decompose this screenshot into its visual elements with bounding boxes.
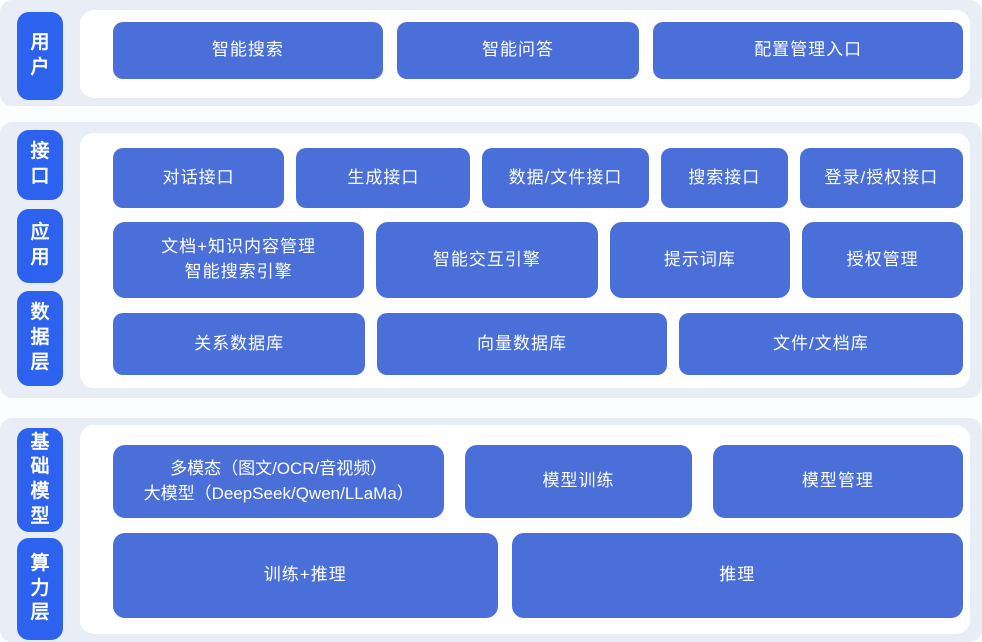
block-smart-qa: 智能问答 — [396, 22, 640, 79]
block-vector-db: 向量数据库 — [377, 313, 667, 375]
user-layer-panel: 智能搜索 智能问答 配置管理入口 — [80, 10, 970, 98]
data-row: 关系数据库 向量数据库 文件/文档库 — [80, 313, 970, 375]
layer-label-foundation-model: 基础模型 — [17, 428, 63, 532]
user-layer-row: 智能搜索 智能问答 配置管理入口 — [80, 22, 970, 79]
interface-row: 对话接口 生成接口 数据/文件接口 搜索接口 登录/授权接口 — [80, 148, 970, 208]
bottom-layer-rail: 基础模型 算力层 — [0, 418, 80, 642]
block-smart-search: 智能搜索 — [113, 22, 383, 79]
compute-row: 训练+推理 推理 — [80, 533, 970, 618]
block-doc-knowledge-search-engine: 文档+知识内容管理 智能搜索引擎 — [113, 222, 365, 298]
block-relational-db: 关系数据库 — [113, 313, 366, 375]
block-multimodal-llm: 多模态（图文/OCR/音视频） 大模型（DeepSeek/Qwen/LLaMa） — [113, 445, 445, 518]
block-model-management: 模型管理 — [712, 445, 963, 518]
block-auth-management: 授权管理 — [802, 222, 964, 298]
block-login-auth-api: 登录/授权接口 — [799, 148, 963, 208]
layer-label-interface: 接口 — [17, 130, 63, 200]
user-layer-rail: 用户 — [0, 0, 80, 106]
middle-layer-rail: 接口 应用 数据层 — [0, 122, 80, 398]
block-config-management-entry: 配置管理入口 — [653, 22, 963, 79]
layer-label-application: 应用 — [17, 209, 63, 283]
block-dialog-api: 对话接口 — [113, 148, 285, 208]
block-file-doc-store: 文件/文档库 — [678, 313, 963, 375]
block-search-api: 搜索接口 — [660, 148, 788, 208]
block-training-inference: 训练+推理 — [113, 533, 498, 618]
foundation-model-row: 多模态（图文/OCR/音视频） 大模型（DeepSeek/Qwen/LLaMa）… — [80, 445, 970, 518]
middle-layer-panel: 对话接口 生成接口 数据/文件接口 搜索接口 登录/授权接口 文档+知识内容管理… — [80, 133, 970, 388]
middle-layer-section: 接口 应用 数据层 对话接口 生成接口 数据/文件接口 搜索接口 登录/授权接口… — [0, 122, 982, 398]
layer-label-compute: 算力层 — [17, 538, 63, 640]
block-generation-api: 生成接口 — [296, 148, 471, 208]
bottom-layer-section: 基础模型 算力层 多模态（图文/OCR/音视频） 大模型（DeepSeek/Qw… — [0, 418, 982, 642]
application-row: 文档+知识内容管理 智能搜索引擎 智能交互引擎 提示词库 授权管理 — [80, 222, 970, 298]
block-smart-interaction-engine: 智能交互引擎 — [376, 222, 598, 298]
user-layer-section: 用户 智能搜索 智能问答 配置管理入口 — [0, 0, 982, 106]
bottom-layer-panel: 多模态（图文/OCR/音视频） 大模型（DeepSeek/Qwen/LLaMa）… — [80, 425, 970, 634]
layer-label-data: 数据层 — [17, 291, 63, 386]
block-inference: 推理 — [511, 533, 963, 618]
layer-label-user: 用户 — [17, 12, 63, 100]
block-prompt-library: 提示词库 — [609, 222, 791, 298]
block-model-training: 模型训练 — [465, 445, 692, 518]
block-data-file-api: 数据/文件接口 — [482, 148, 649, 208]
